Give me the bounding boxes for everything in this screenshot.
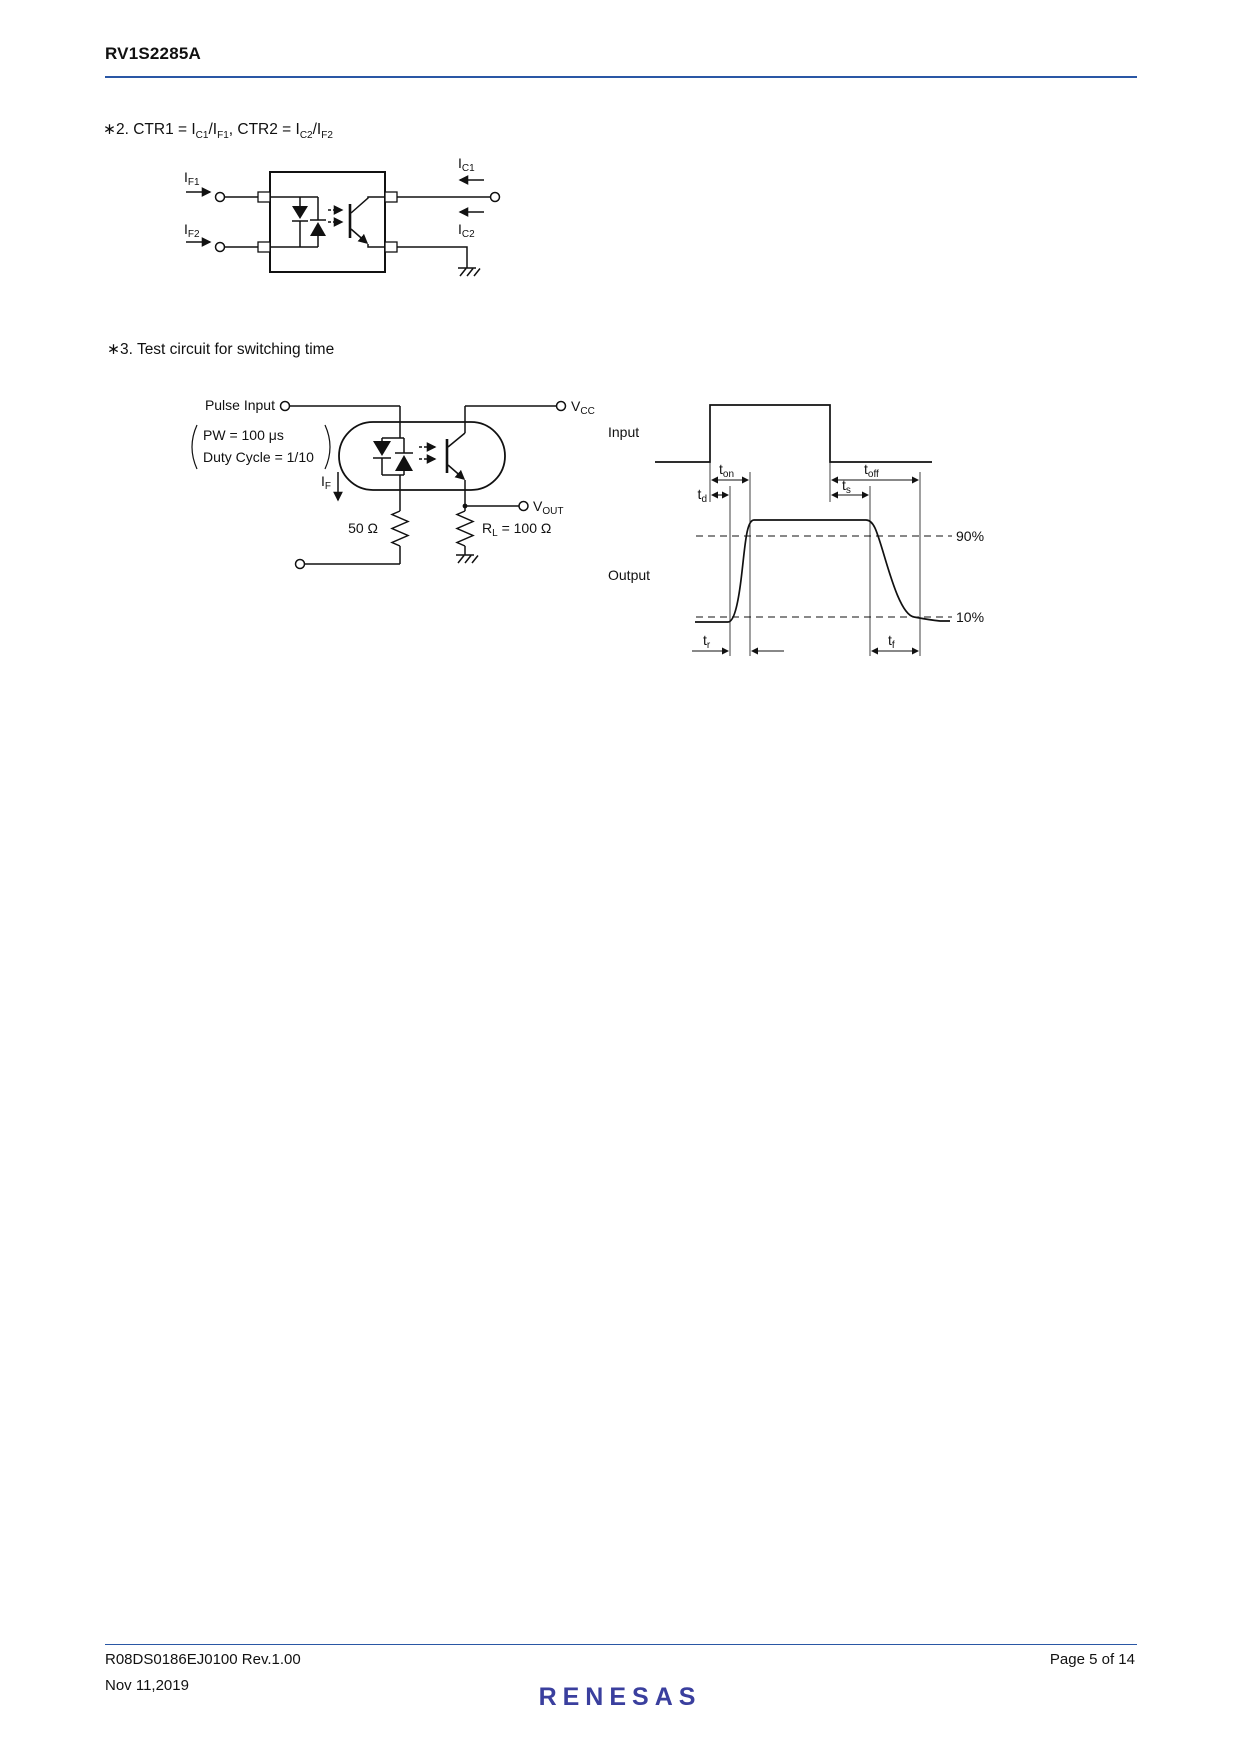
duty-cycle-label: Duty Cycle = 1/10	[203, 449, 314, 465]
vout-label: VOUT	[533, 498, 563, 517]
ctr-circuit-diagram: IF1 IF2	[184, 155, 501, 277]
if2-terminal	[214, 241, 226, 253]
led-pair-symbol	[373, 437, 413, 476]
ic2-label: IC2	[458, 221, 475, 240]
note-test-circuit: ∗3. Test circuit for switching time	[107, 341, 335, 358]
if-label: IF	[321, 473, 331, 492]
footer-page-info: Page 5 of 14	[1049, 1651, 1135, 1668]
pulse-return-terminal	[294, 558, 306, 570]
ic1-label: IC1	[458, 155, 475, 174]
vout-terminal	[518, 500, 529, 512]
pulse-spec-annotation: PW = 100 μs Duty Cycle = 1/10	[191, 424, 331, 470]
package-outline	[269, 171, 386, 273]
test-circuit-diagram: Pulse Input PW = 100 μs Duty Cycle = 1/1…	[191, 397, 595, 570]
timing-diagram: Input td ton ts toff 90% 10% Output tr	[608, 404, 984, 656]
level-10-label: 10%	[956, 609, 984, 625]
optocoupler-outline	[338, 421, 506, 491]
light-emission-arrows	[419, 442, 437, 464]
footer-doc-number: R08DS0186EJ0100 Rev.1.00	[105, 1651, 301, 1668]
pulse-input-terminal	[279, 400, 291, 412]
vcc-terminal	[555, 400, 567, 412]
load-resistor-label: RL = 100 Ω	[482, 520, 551, 539]
left-paren	[191, 424, 198, 470]
output-waveform	[695, 519, 950, 623]
ts-label: ts	[842, 477, 851, 496]
output-terminal	[489, 191, 501, 203]
phototransistor-symbol	[445, 406, 466, 511]
input-waveform-label: Input	[608, 424, 639, 440]
vcc-label: VCC	[571, 398, 595, 417]
output-waveform-label: Output	[608, 567, 650, 583]
series-resistor	[390, 510, 410, 547]
td-label: td	[698, 486, 707, 505]
if1-label: IF1	[184, 169, 200, 188]
emitter-wire	[397, 246, 468, 268]
light-emission-arrows	[328, 205, 344, 227]
package-pins	[257, 191, 398, 253]
pulse-input-label: Pulse Input	[205, 397, 275, 413]
ground-symbol	[458, 267, 481, 277]
footer-rule	[105, 1644, 1137, 1645]
ground-symbol	[456, 554, 479, 564]
right-paren	[324, 424, 331, 470]
if2-label: IF2	[184, 221, 200, 240]
toff-label: toff	[864, 461, 879, 480]
note2-pre: ∗2. CTR1 = I	[103, 121, 196, 138]
note-ctr-definition: ∗2. CTR1 = IC1/IF1, CTR2 = IC2/IF2	[103, 121, 333, 142]
header-rule	[105, 76, 1137, 78]
series-resistor-label: 50 Ω	[348, 520, 378, 536]
load-resistor	[455, 510, 475, 547]
page-title: RV1S2285A	[105, 44, 201, 63]
ton-label: ton	[719, 461, 734, 480]
tr-label: tr	[703, 632, 711, 651]
renesas-logo: RENESAS	[538, 1683, 702, 1711]
led-pair-symbol	[270, 196, 326, 248]
input-waveform	[655, 404, 932, 463]
footer-date: Nov 11,2019	[105, 1677, 189, 1694]
level-90-label: 90%	[956, 528, 984, 544]
phototransistor-symbol	[348, 196, 385, 248]
tf-label: tf	[888, 632, 895, 651]
if1-terminal	[214, 191, 226, 203]
timing-guides	[709, 462, 921, 656]
pulse-width-label: PW = 100 μs	[203, 427, 284, 443]
